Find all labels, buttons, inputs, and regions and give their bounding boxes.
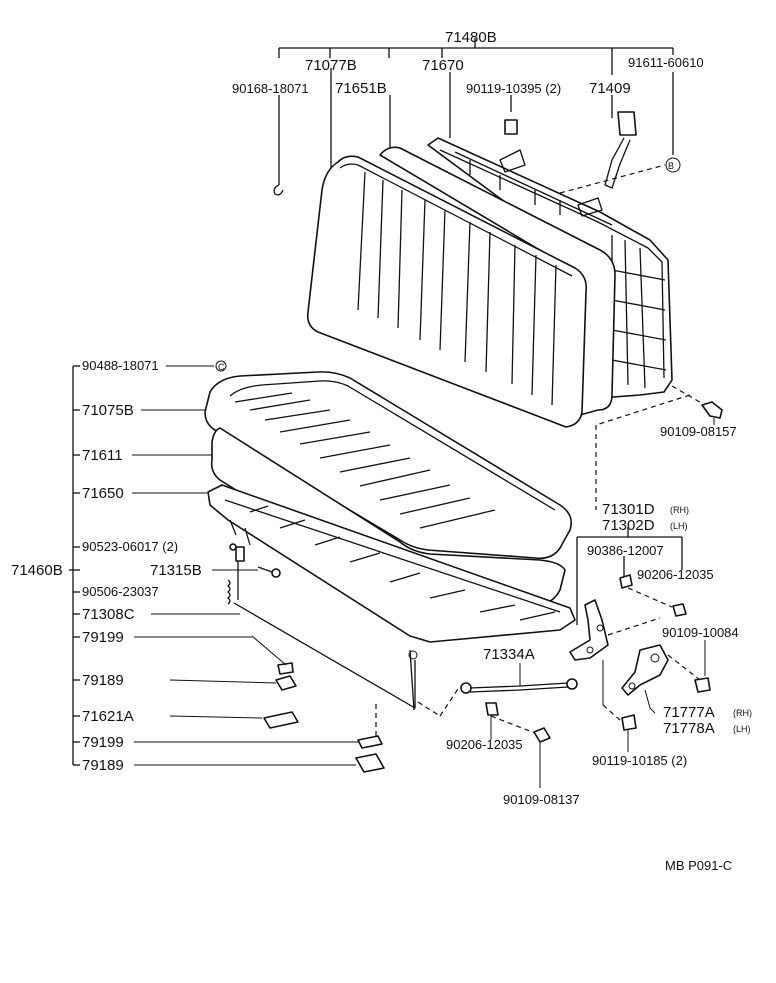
label-71670: 71670 xyxy=(422,57,464,74)
seat-cushion-assembly xyxy=(169,371,576,773)
label-79189-a: 79189 xyxy=(82,672,124,689)
label-71075B: 71075B xyxy=(82,402,134,419)
hinge-71301D xyxy=(569,527,711,752)
label-79199-b: 79199 xyxy=(82,734,124,751)
label-90119-10395: 90119-10395 (2) xyxy=(466,81,561,96)
label-71778A: 71778A xyxy=(663,720,715,737)
labels: 71480B 71077B 71670 90168-18071 71651B 9… xyxy=(11,29,752,873)
label-71334A: 71334A xyxy=(483,646,535,663)
bracket-71480B xyxy=(278,38,674,185)
label-91611-60610: 91611-60610 xyxy=(628,55,704,70)
label-90119-10185: 90119-10185 (2) xyxy=(592,753,687,768)
label-90206-12035-a: 90206-12035 xyxy=(637,567,714,582)
label-71651B: 71651B xyxy=(335,80,387,97)
label-90488-18071: 90488-18071 xyxy=(82,358,159,373)
label-71302D-lh: (LH) xyxy=(670,521,688,531)
label-71480B: 71480B xyxy=(445,29,497,46)
ref-c-label: C xyxy=(218,362,225,372)
label-71302D: 71302D xyxy=(602,517,655,534)
cable-71334A xyxy=(460,663,578,788)
label-90206-12035-b: 90206-12035 xyxy=(446,737,523,752)
label-71308C: 71308C xyxy=(82,606,135,623)
label-71460B: 71460B xyxy=(11,562,63,579)
label-79189-b: 79189 xyxy=(82,757,124,774)
label-71777A-rh: (RH) xyxy=(733,708,752,718)
label-90168-18071: 90168-18071 xyxy=(232,81,309,96)
label-71650: 71650 xyxy=(82,485,124,502)
label-71621A: 71621A xyxy=(82,708,134,725)
label-71777A: 71777A xyxy=(663,704,715,721)
label-71315B: 71315B xyxy=(150,562,202,579)
label-90523-06017: 90523-06017 (2) xyxy=(82,539,178,554)
label-90109-08137: 90109-08137 xyxy=(503,792,580,807)
label-71077B: 71077B xyxy=(305,57,357,74)
bracket-71460B xyxy=(69,365,80,766)
diagram-code: MB P091-C xyxy=(665,858,732,873)
label-71778A-lh: (LH) xyxy=(733,724,751,734)
label-90506-23037: 90506-23037 xyxy=(82,584,159,599)
label-79199-a: 79199 xyxy=(82,629,124,646)
label-90109-10084: 90109-10084 xyxy=(662,625,739,640)
label-90109-08157: 90109-08157 xyxy=(660,424,737,439)
label-71301D: 71301D xyxy=(602,501,655,518)
label-71611: 71611 xyxy=(82,447,123,464)
label-90386-12007: 90386-12007 xyxy=(587,543,664,558)
label-71301D-rh: (RH) xyxy=(670,505,689,515)
label-71409: 71409 xyxy=(589,80,631,97)
seatback-assembly xyxy=(273,111,723,510)
ref-b-label: B xyxy=(668,161,674,171)
